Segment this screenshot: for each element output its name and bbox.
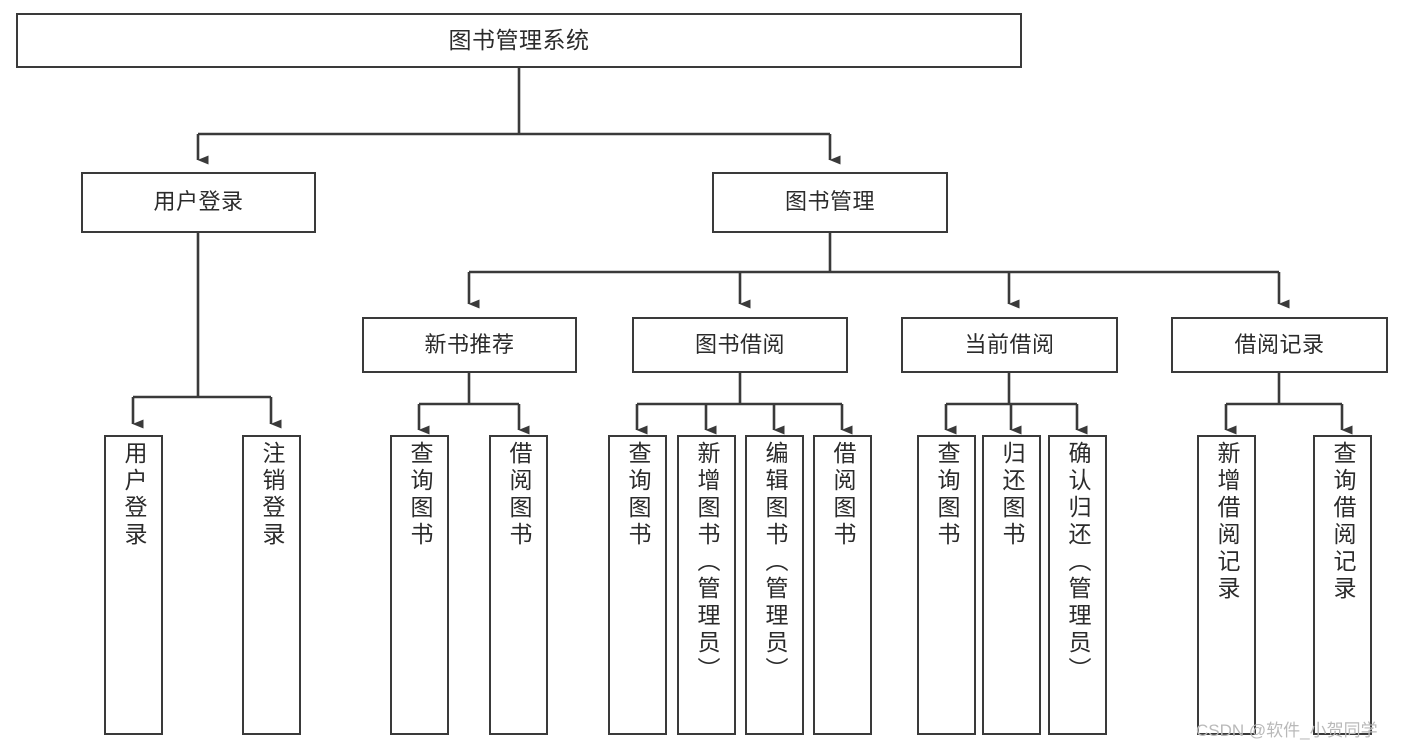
leaf-logout[interactable]: 注销登录 bbox=[242, 435, 301, 735]
node-current-borrowing[interactable]: 当前借阅 bbox=[901, 317, 1118, 373]
node-book-borrowing[interactable]: 图书借阅 bbox=[632, 317, 848, 373]
node-label: 新书推荐 bbox=[424, 331, 515, 357]
leaf-return-books[interactable]: 归还图书 bbox=[982, 435, 1041, 735]
node-label: 借阅图书 bbox=[830, 441, 856, 549]
leaf-user-login[interactable]: 用户登录 bbox=[104, 435, 163, 735]
node-label: 注销登录 bbox=[259, 441, 285, 549]
node-label: 用户登录 bbox=[153, 189, 244, 215]
node-label: 图书借阅 bbox=[694, 331, 785, 357]
node-label: 查询借阅记录 bbox=[1330, 441, 1356, 603]
node-new-book-recommendation[interactable]: 新书推荐 bbox=[362, 317, 577, 373]
leaf-query-books-borrow[interactable]: 查询图书 bbox=[608, 435, 667, 735]
node-label: 新增图书（管理员） bbox=[694, 441, 720, 684]
node-label: 借阅图书 bbox=[506, 441, 532, 549]
leaf-borrow-books[interactable]: 借阅图书 bbox=[813, 435, 872, 735]
node-label: 新增借阅记录 bbox=[1214, 441, 1240, 603]
node-label: 归还图书 bbox=[999, 441, 1025, 549]
leaf-edit-book-admin[interactable]: 编辑图书（管理员） bbox=[745, 435, 804, 735]
leaf-query-books-newbook[interactable]: 查询图书 bbox=[390, 435, 449, 735]
node-label: 当前借阅 bbox=[964, 331, 1055, 357]
leaf-borrow-books-newbook[interactable]: 借阅图书 bbox=[489, 435, 548, 735]
node-label: 查询图书 bbox=[934, 441, 960, 549]
node-label: 查询图书 bbox=[625, 441, 651, 549]
node-label: 用户登录 bbox=[121, 441, 147, 549]
node-label: 确认归还（管理员） bbox=[1065, 441, 1091, 684]
node-root-book-management-system[interactable]: 图书管理系统 bbox=[16, 13, 1022, 68]
node-label: 图书管理 bbox=[784, 189, 875, 215]
leaf-add-book-admin[interactable]: 新增图书（管理员） bbox=[677, 435, 736, 735]
node-user-login[interactable]: 用户登录 bbox=[81, 172, 316, 233]
leaf-query-borrow-record[interactable]: 查询借阅记录 bbox=[1313, 435, 1372, 735]
node-book-management[interactable]: 图书管理 bbox=[712, 172, 948, 233]
leaf-confirm-return-admin[interactable]: 确认归还（管理员） bbox=[1048, 435, 1107, 735]
node-label: 查询图书 bbox=[407, 441, 433, 549]
leaf-query-books-current[interactable]: 查询图书 bbox=[917, 435, 976, 735]
node-label: 图书管理系统 bbox=[448, 26, 590, 53]
node-label: 编辑图书（管理员） bbox=[762, 441, 788, 684]
node-borrowing-record[interactable]: 借阅记录 bbox=[1171, 317, 1388, 373]
node-label: 借阅记录 bbox=[1234, 331, 1325, 357]
leaf-add-borrow-record[interactable]: 新增借阅记录 bbox=[1197, 435, 1256, 735]
